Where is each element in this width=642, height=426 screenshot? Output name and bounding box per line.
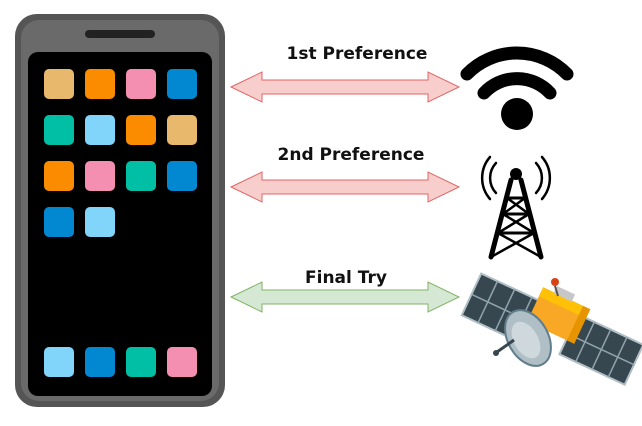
- arrow-2nd-preference: [229, 171, 461, 203]
- label-1st-preference: 1st Preference: [286, 44, 428, 64]
- dock-app-icon[interactable]: [167, 347, 197, 377]
- app-icon[interactable]: [126, 69, 156, 99]
- smartphone-icon: [15, 14, 225, 407]
- app-icon[interactable]: [126, 115, 156, 145]
- app-icon[interactable]: [85, 161, 115, 191]
- cell-tower-icon: [480, 155, 552, 260]
- app-icon[interactable]: [44, 207, 74, 237]
- app-dock: [44, 347, 197, 377]
- app-icon[interactable]: [85, 207, 115, 237]
- app-icon[interactable]: [167, 161, 197, 191]
- app-icon[interactable]: [44, 115, 74, 145]
- dock-app-icon[interactable]: [44, 347, 74, 377]
- app-icon[interactable]: [167, 69, 197, 99]
- satellite-icon: [460, 272, 642, 386]
- app-icon[interactable]: [167, 115, 197, 145]
- arrow-final-try: [229, 281, 461, 313]
- app-icon[interactable]: [44, 161, 74, 191]
- app-icon[interactable]: [85, 69, 115, 99]
- label-final-try: Final Try: [305, 268, 387, 288]
- dock-app-icon[interactable]: [126, 347, 156, 377]
- app-icon[interactable]: [44, 69, 74, 99]
- app-icon[interactable]: [126, 161, 156, 191]
- wifi-icon: [460, 46, 574, 130]
- label-2nd-preference: 2nd Preference: [277, 145, 425, 165]
- app-grid: [44, 69, 197, 237]
- app-icon[interactable]: [85, 115, 115, 145]
- dock-app-icon[interactable]: [85, 347, 115, 377]
- arrow-1st-preference: [229, 71, 461, 103]
